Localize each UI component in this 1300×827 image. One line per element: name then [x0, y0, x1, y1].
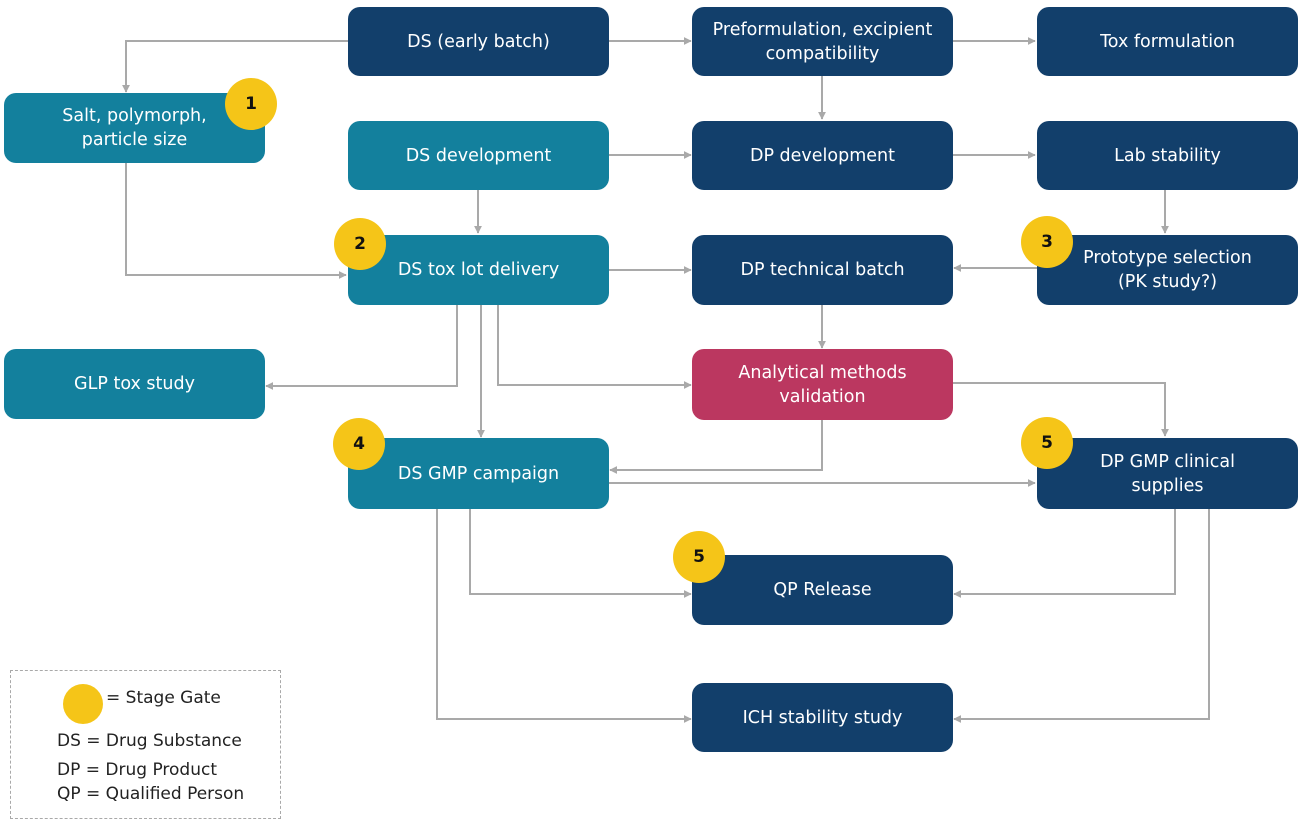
node-label: DS tox lot delivery	[397, 260, 560, 280]
node-label: Analytical methods validation	[738, 362, 907, 407]
node-label: Prototype selection (PK study?)	[1083, 248, 1252, 292]
edge-analytical-to-ds-gmp	[609, 420, 823, 474]
node-dp-gmp-clinical: DP GMP clinical supplies	[1037, 438, 1298, 509]
node-tox-formulation: Tox formulation	[1037, 7, 1298, 76]
edge-ds-tox-lot-to-glp	[265, 305, 458, 390]
edge-ds-early-to-salt	[122, 40, 348, 93]
stage-gate-badge: 1	[225, 78, 277, 130]
node-dp-technical-batch: DP technical batch	[692, 235, 953, 305]
legend: = Stage Gate DS = Drug Substance DP = Dr…	[10, 670, 281, 819]
stage-gate-badge: 2	[334, 218, 386, 270]
node-prototype-selection: Prototype selection (PK study?)	[1037, 235, 1298, 305]
node-salt-polymorph: Salt, polymorph, particle size	[4, 93, 265, 163]
node-label: DP GMP clinical supplies	[1100, 451, 1235, 496]
stage-gate-badge: 5	[1021, 417, 1073, 469]
node-label: DS GMP campaign	[397, 463, 560, 484]
node-label: ICH stability study	[742, 707, 903, 728]
node-analytical-methods: Analytical methods validation	[692, 349, 953, 420]
node-qp-release: QP Release	[692, 555, 953, 625]
node-dp-development: DP development	[692, 121, 953, 190]
node-preformulation: Preformulation, excipient compatibility	[692, 7, 953, 76]
node-label: Preformulation, excipient compatibility	[712, 19, 933, 64]
node-label: Salt, polymorph, particle size	[62, 106, 207, 150]
edge-dp-gmp-to-ich	[953, 509, 1210, 723]
edge-ds-gmp-to-ich	[436, 509, 692, 723]
node-ich-stability: ICH stability study	[692, 683, 953, 752]
edge-ds-gmp-to-qp-release	[469, 509, 692, 598]
edge-dp-gmp-to-qp-release	[953, 509, 1176, 598]
stage-gate-badge: 4	[333, 418, 385, 470]
node-label: DP development	[749, 145, 896, 166]
node-ds-development: DS development	[348, 121, 609, 190]
legend-ds: DS = Drug Substance	[57, 731, 242, 751]
stage-gate-badge: 3	[1021, 216, 1073, 268]
node-label: DS (early batch)	[407, 31, 550, 52]
legend-dp: DP = Drug Product	[57, 760, 217, 780]
stage-gate-badge: 5	[673, 531, 725, 583]
node-label: QP Release	[773, 580, 872, 600]
node-label: DP technical batch	[740, 260, 905, 280]
stage-gate-swatch	[63, 684, 103, 724]
node-ds-early-batch: DS (early batch)	[348, 7, 609, 76]
node-label: Tox formulation	[1100, 31, 1235, 52]
node-lab-stability: Lab stability	[1037, 121, 1298, 190]
node-glp-tox-study: GLP tox study	[4, 349, 265, 419]
node-label: Lab stability	[1114, 145, 1221, 166]
edge-salt-to-ds-tox-lot	[125, 163, 347, 279]
node-label: DS development	[405, 145, 552, 166]
legend-qp: QP = Qualified Person	[57, 784, 245, 804]
legend-stage-gate: = Stage Gate	[106, 688, 221, 708]
node-ds-gmp-campaign: DS GMP campaign	[348, 438, 609, 509]
node-ds-tox-lot-delivery: DS tox lot delivery	[348, 235, 609, 305]
edge-ds-tox-lot-to-analytical	[497, 305, 692, 389]
node-label: GLP tox study	[74, 374, 195, 394]
edge-analytical-to-dp-gmp	[953, 382, 1169, 437]
